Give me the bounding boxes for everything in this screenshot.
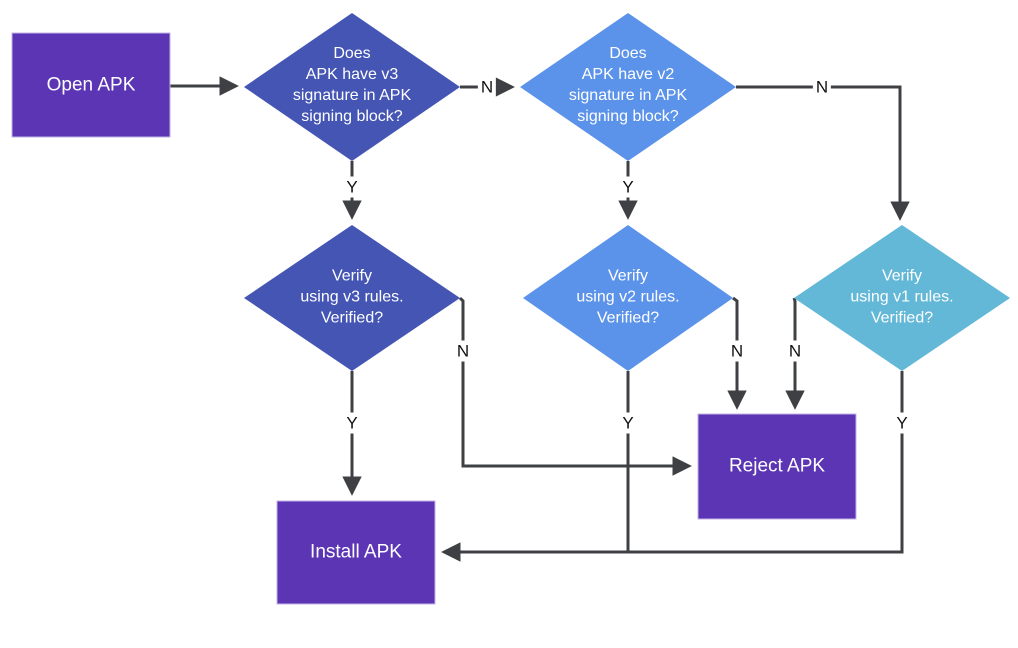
node-v1-verify	[794, 225, 1010, 371]
edge-v2-check-no-to-v1-verify	[736, 85, 910, 221]
edge-v2-verify-no-to-reject	[727, 296, 747, 410]
node-v3-verify	[244, 225, 460, 371]
node-v2-signature-check	[520, 13, 736, 161]
node-v3-signature-check	[244, 13, 460, 161]
edge-v1-verify-no-to-reject	[785, 297, 805, 410]
node-open-apk	[11, 32, 171, 138]
edge-v3-verify-no-to-reject	[458, 296, 692, 476]
node-reject-apk	[697, 413, 857, 520]
node-install-apk	[276, 500, 436, 605]
node-v2-verify	[523, 225, 733, 371]
